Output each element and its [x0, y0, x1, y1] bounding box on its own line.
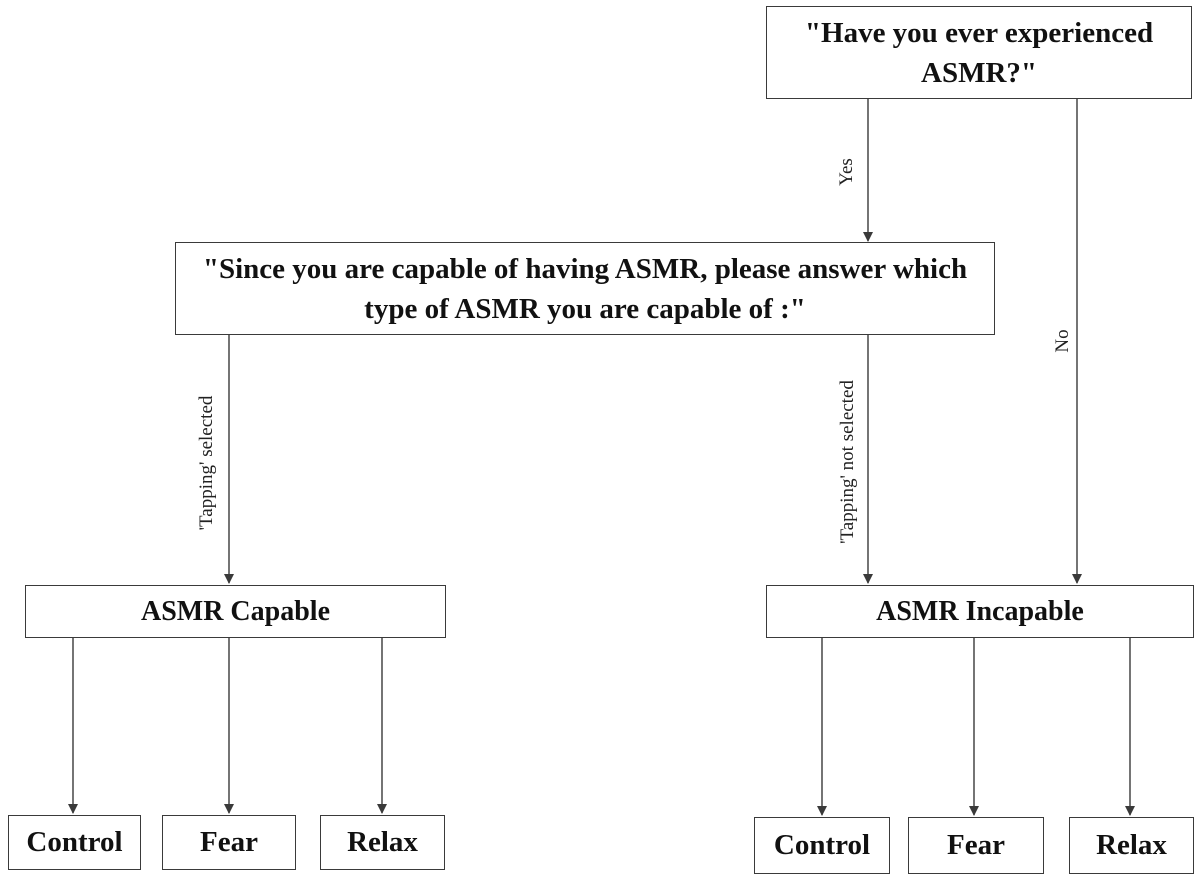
group-asmr-incapable: ASMR Incapable: [766, 585, 1194, 638]
edge-label-no: No: [1052, 329, 1073, 352]
question-experienced-asmr: "Have you ever experienced ASMR?": [766, 6, 1192, 99]
condition-incapable-control: Control: [754, 817, 890, 874]
condition-capable-control: Control: [8, 815, 141, 870]
group-asmr-capable: ASMR Capable: [25, 585, 446, 638]
condition-incapable-fear: Fear: [908, 817, 1044, 874]
condition-capable-relax: Relax: [320, 815, 445, 870]
question-asmr-type: "Since you are capable of having ASMR, p…: [175, 242, 995, 335]
condition-incapable-relax: Relax: [1069, 817, 1194, 874]
condition-capable-fear: Fear: [162, 815, 296, 870]
edge-label-tapping-selected: 'Tapping' selected: [196, 395, 217, 530]
edge-label-yes: Yes: [836, 158, 857, 186]
edge-label-tapping-not-selected: 'Tapping' not selected: [837, 380, 858, 544]
